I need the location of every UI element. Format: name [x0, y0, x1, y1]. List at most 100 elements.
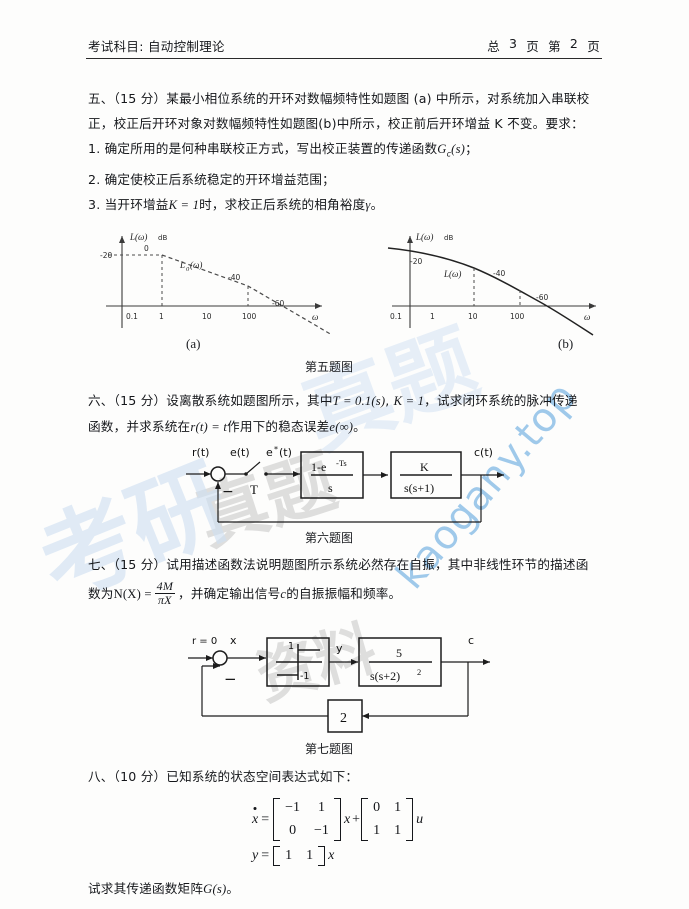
svg-text:dB: dB [444, 234, 453, 242]
svg-text:5: 5 [396, 646, 402, 660]
q5-item-1-text: 1. 确定所用的是何种串联校正方式，写出校正装置的传递函数 [88, 141, 438, 156]
svg-text:r = 0: r = 0 [192, 636, 217, 647]
svg-text:s(s+1): s(s+1) [404, 481, 434, 495]
total-pages: 3 [509, 36, 518, 51]
question-7: 七、（15 分）试用描述函数法说明题图所示系统必然存在自振，其中非线性环节的描述… [88, 552, 608, 611]
q8-matrix-A: −1 1 0 −1 [273, 798, 341, 841]
svg-text:e(t): e(t) [230, 446, 250, 459]
svg-text:2: 2 [417, 667, 421, 677]
svg-text:T: T [250, 482, 258, 497]
question-8: 八、（10 分）已知系统的状态空间表达式如下： [88, 764, 608, 789]
svg-text:ω: ω [584, 312, 590, 322]
svg-text:-20: -20 [100, 251, 112, 260]
svg-text:K: K [420, 460, 429, 474]
q8-plus: + [352, 811, 361, 827]
q5-gamma-symbol: γ [365, 197, 371, 212]
svg-text:r(t): r(t) [192, 446, 209, 459]
svg-text:100: 100 [242, 312, 257, 321]
bracket-right-icon-2 [406, 798, 414, 841]
svg-text:−: − [222, 484, 234, 500]
q8-matrix-B-grid: 0 1 1 1 [368, 798, 406, 841]
svg-text:*: * [274, 445, 278, 454]
q8-Gs-symbol: G(s) [203, 882, 227, 896]
question-5: 五、（15 分）某最小相位系统的开环对数幅频特性如题图 (a) 中所示，对系统加… [88, 86, 608, 218]
svg-text:-20: -20 [410, 257, 422, 266]
q8-C-1: 1 [306, 848, 314, 863]
figure-q7-block-diagram: 1 -1 5 s(s+2) 2 2 [180, 630, 500, 734]
svg-text:ω: ω [312, 312, 318, 322]
q7-line-2-b: ，并确定输出信号 [178, 586, 281, 601]
svg-text:1: 1 [159, 312, 164, 321]
q6-K-equation: K = 1 [393, 394, 425, 408]
page-unit-1: 页 [526, 39, 540, 54]
svg-text:-40: -40 [493, 269, 505, 278]
q8-A-post: x [343, 811, 351, 827]
q7-figure-caption: 第七题图 [305, 742, 354, 756]
q8-matrix-A-grid: −1 1 0 −1 [280, 798, 334, 841]
svg-text:0: 0 [144, 244, 149, 253]
svg-text:100: 100 [510, 312, 525, 321]
q8-y-symbol: y [252, 848, 259, 863]
svg-text:L: L [179, 260, 185, 270]
svg-text:L(ω): L(ω) [443, 269, 461, 279]
q8-B-11: 1 [394, 823, 402, 838]
q8-matrix-B: 0 1 1 1 [361, 798, 414, 841]
q6-line-1-b: ，试求闭环系统的脉冲传递 [424, 393, 578, 408]
header-rule [86, 58, 602, 59]
total-label: 总 [487, 39, 501, 54]
q6-rt-equation: r(t) = t [190, 420, 228, 434]
q6-einf-equation: e(∞) [329, 420, 354, 434]
svg-text:0.1: 0.1 [126, 312, 138, 321]
q5-item-3-pre: 3. 当开环增益 [88, 196, 169, 212]
q7-c-symbol: c [280, 587, 287, 601]
q5-line-1: 五、（15 分）某最小相位系统的开环对数幅频特性如题图 (a) 中所示，对系统加… [88, 91, 590, 106]
figure-bode-a: L(ω) dB -20 0 L 0 (ω) -40 -60 0.1 1 10 1… [100, 228, 370, 351]
q5-item-3-mid: 时，求校正后系统的相角裕度 [199, 196, 366, 212]
q8-A-00: −1 [285, 800, 301, 815]
q7-describing-fn: N(X) = [113, 587, 152, 601]
q6-line-1-a: 六、（15 分）设离散系统如题图所示，其中 [88, 393, 333, 408]
q8-eq1-equals: = [261, 811, 270, 827]
q8-B-post: u [416, 811, 424, 827]
q5-figure-caption: 第五题图 [305, 360, 354, 374]
header-subject: 考试科目: 自动控制理论 [88, 36, 225, 55]
header-pagination: 总 3 页 第 2 页 [487, 36, 600, 55]
header-subject-label: 考试科目: [88, 39, 144, 54]
q8-xdot-symbol: x [252, 811, 259, 827]
bracket-left-icon [273, 798, 281, 841]
q7-fraction-denominator: πX [154, 593, 175, 607]
q8-closing-b: 。 [226, 881, 240, 896]
svg-text:L(ω): L(ω) [129, 232, 147, 242]
svg-text:(t): (t) [279, 446, 292, 459]
q5-line-2: 正，校正后开环对象对数幅频特性如题图(b)中所示，校正前后开环增益 K 不变。要… [88, 116, 584, 131]
q5-item-1: 1. 确定所用的是何种串联校正方式，写出校正装置的传递函数Gc(s)； [88, 136, 608, 167]
page-header: 考试科目: 自动控制理论 总 3 页 第 2 页 [88, 36, 600, 55]
svg-text:s: s [328, 481, 333, 495]
q8-line-1: 八、（10 分）已知系统的状态空间表达式如下： [88, 769, 359, 784]
figure-q6-block-diagram: r(t) e(t) e * (t) T − 1-e -Ts s K s(s+1)… [178, 444, 518, 536]
q7-line-1: 七、（15 分）试用描述函数法说明题图所示系统必然存在自振，其中非线性环节的描述… [88, 557, 589, 572]
svg-text:-40: -40 [228, 273, 240, 282]
q8-C-post: x [328, 848, 335, 863]
q8-state-equation: x = −1 1 0 −1 x + 0 1 1 1 [252, 798, 423, 841]
svg-text:L(ω): L(ω) [415, 232, 433, 242]
svg-text:-1: -1 [300, 671, 309, 682]
q5-item-2: 2. 确定使校正后系统稳定的开环增益范围； [88, 171, 335, 187]
q8-B-01: 1 [394, 800, 402, 815]
q8-matrix-C-grid: 1 1 [280, 846, 318, 866]
q5-item-1-end: ； [465, 141, 478, 156]
q5-gc-symbol: G [437, 142, 447, 156]
q5-item-3: 3. 当开环增益K = 1时，求校正后系统的相角裕度γ。 [88, 192, 608, 218]
q8-B-10: 1 [373, 823, 381, 838]
svg-text:1-e: 1-e [311, 460, 326, 474]
svg-text:x: x [230, 634, 237, 647]
q8-output-equation: y = 1 1 x [252, 846, 334, 866]
svg-text:(ω): (ω) [190, 260, 202, 270]
svg-text:s(s+2): s(s+2) [370, 669, 400, 683]
bracket-left-icon-3 [273, 846, 281, 866]
bracket-right-icon [333, 798, 341, 841]
svg-text:10: 10 [202, 312, 212, 321]
